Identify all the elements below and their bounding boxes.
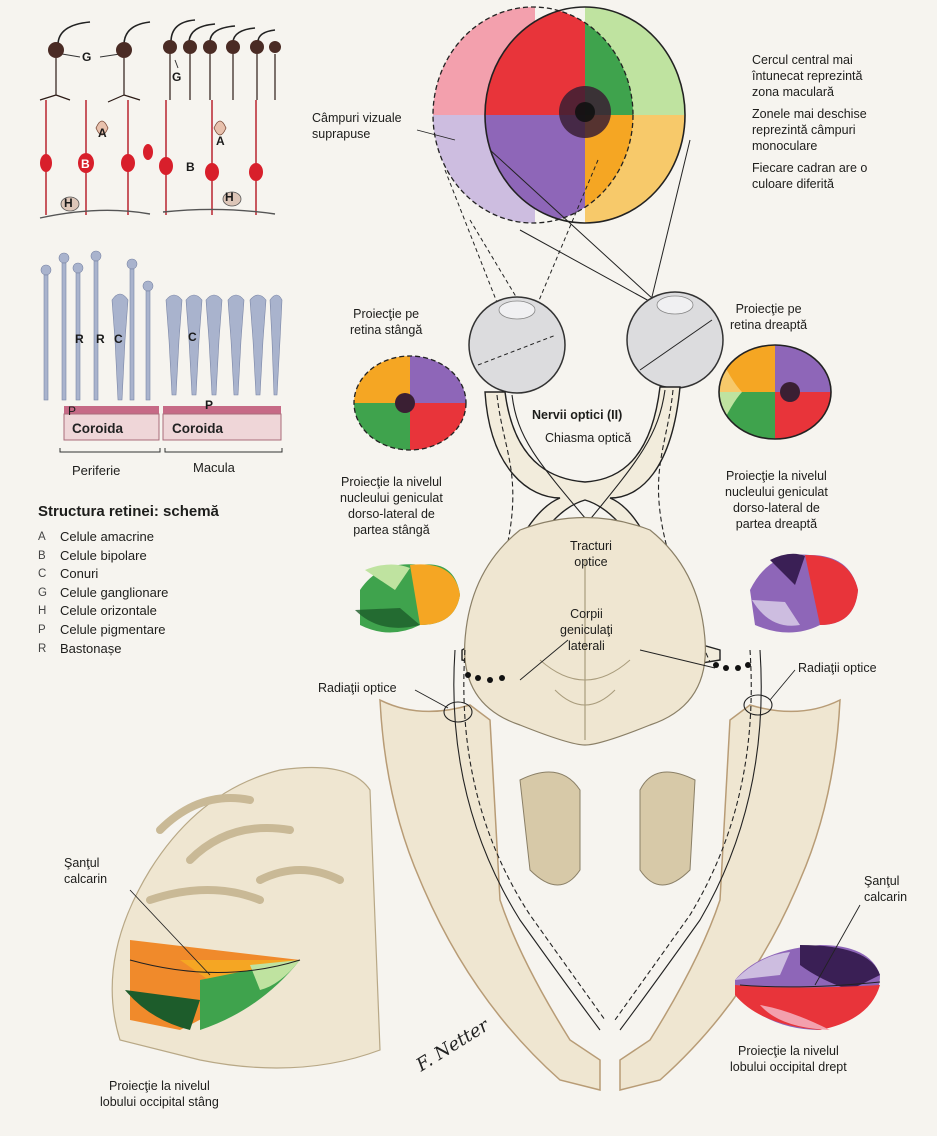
choroid-label-macula: Coroida	[172, 421, 224, 436]
legend-text: Celule orizontale	[60, 603, 157, 619]
legend-row: B Celule bipolare	[38, 547, 168, 566]
left-hemisphere-medial	[111, 766, 381, 1069]
legend-key: R	[38, 642, 47, 655]
label-P-macula: P	[205, 398, 214, 412]
optic-radiations	[443, 649, 773, 1031]
left-eyeball	[468, 296, 566, 394]
label-B-periphery: B	[81, 157, 90, 171]
legend-text: Bastonașe	[60, 640, 122, 656]
horizontal-cells	[39, 208, 276, 219]
photoreceptors	[40, 250, 283, 401]
label-A-periphery: A	[98, 126, 107, 140]
amacrine-cell-macula	[213, 120, 227, 136]
left-retina-projection	[353, 355, 467, 451]
label-G-macula: G	[172, 70, 182, 84]
legend-key: P	[38, 623, 46, 636]
macula-label: Macula	[193, 460, 235, 475]
legend-row: H Celule orizontale	[38, 602, 168, 621]
legend-text: Celule pigmentare	[60, 621, 166, 637]
thalamus-brainstem	[464, 516, 706, 746]
label-R-1: R	[75, 332, 84, 346]
optic-nerves-label: Nervii optici (II)	[532, 408, 623, 422]
legend-key: A	[38, 531, 46, 543]
legend-key: C	[38, 568, 47, 581]
legend-row: R Bastonașe	[38, 640, 168, 659]
label-G-periphery: G	[82, 50, 92, 64]
retina-structure-title: Structura retinei: schemă	[38, 503, 219, 520]
periphery-label: Periferie	[72, 463, 121, 478]
choroid-band-periphery	[63, 413, 160, 441]
legend-row: G Celule ganglionare	[38, 584, 168, 603]
right-geniculate-projection	[750, 553, 858, 633]
legend-text: Celule amacrine	[60, 529, 154, 544]
pigment-layer-macula	[163, 406, 281, 414]
right-retina-projection	[718, 344, 832, 440]
right-occipital-projection	[735, 945, 881, 1030]
legend-text: Conuri	[60, 566, 99, 582]
legend-text: Celule ganglionare	[60, 584, 169, 600]
legend-key: B	[38, 549, 46, 562]
overlapping-visual-fields	[432, 6, 686, 224]
occipital-cortex-sections	[379, 698, 841, 1091]
label-H-macula: H	[225, 190, 234, 204]
pigment-layer-periphery	[64, 406, 159, 414]
label-C-periphery: C	[114, 332, 123, 346]
label-P-periphery: P	[68, 404, 77, 418]
right-eyeball	[626, 291, 724, 389]
retina-schematic	[39, 19, 283, 453]
legend-row: A Celule amacrine	[38, 528, 168, 547]
choroid-band-macula	[162, 413, 282, 441]
label-B-macula: B	[186, 160, 195, 174]
label-C-macula: C	[188, 330, 197, 344]
legend-key: G	[38, 586, 47, 599]
amacrine-cell-periphery	[95, 120, 109, 136]
optic-radiations-left-label: Radiaţii optice	[318, 681, 397, 695]
legend-text: Celule bipolare	[60, 547, 147, 563]
optic-radiations-right-label: Radiaţii optice	[798, 661, 877, 675]
choroid-label-periphery: Coroida	[72, 421, 124, 436]
ganglion-axons	[57, 19, 276, 46]
ganglion-cells	[48, 40, 281, 58]
label-A-macula: A	[216, 134, 225, 148]
label-R-2: R	[96, 332, 105, 346]
legend-row: P Celule pigmentare	[38, 621, 168, 640]
label-H-periphery: H	[64, 196, 73, 210]
retina-legend: A Celule amacrine B Celule bipolare C Conur…	[38, 528, 168, 658]
legend-row: C Conuri	[38, 565, 168, 584]
optic-chiasm-label: Chiasma optică	[545, 431, 632, 445]
left-geniculate-projection	[355, 564, 460, 633]
legend-key: H	[38, 605, 47, 618]
bipolar-cells	[40, 100, 263, 215]
